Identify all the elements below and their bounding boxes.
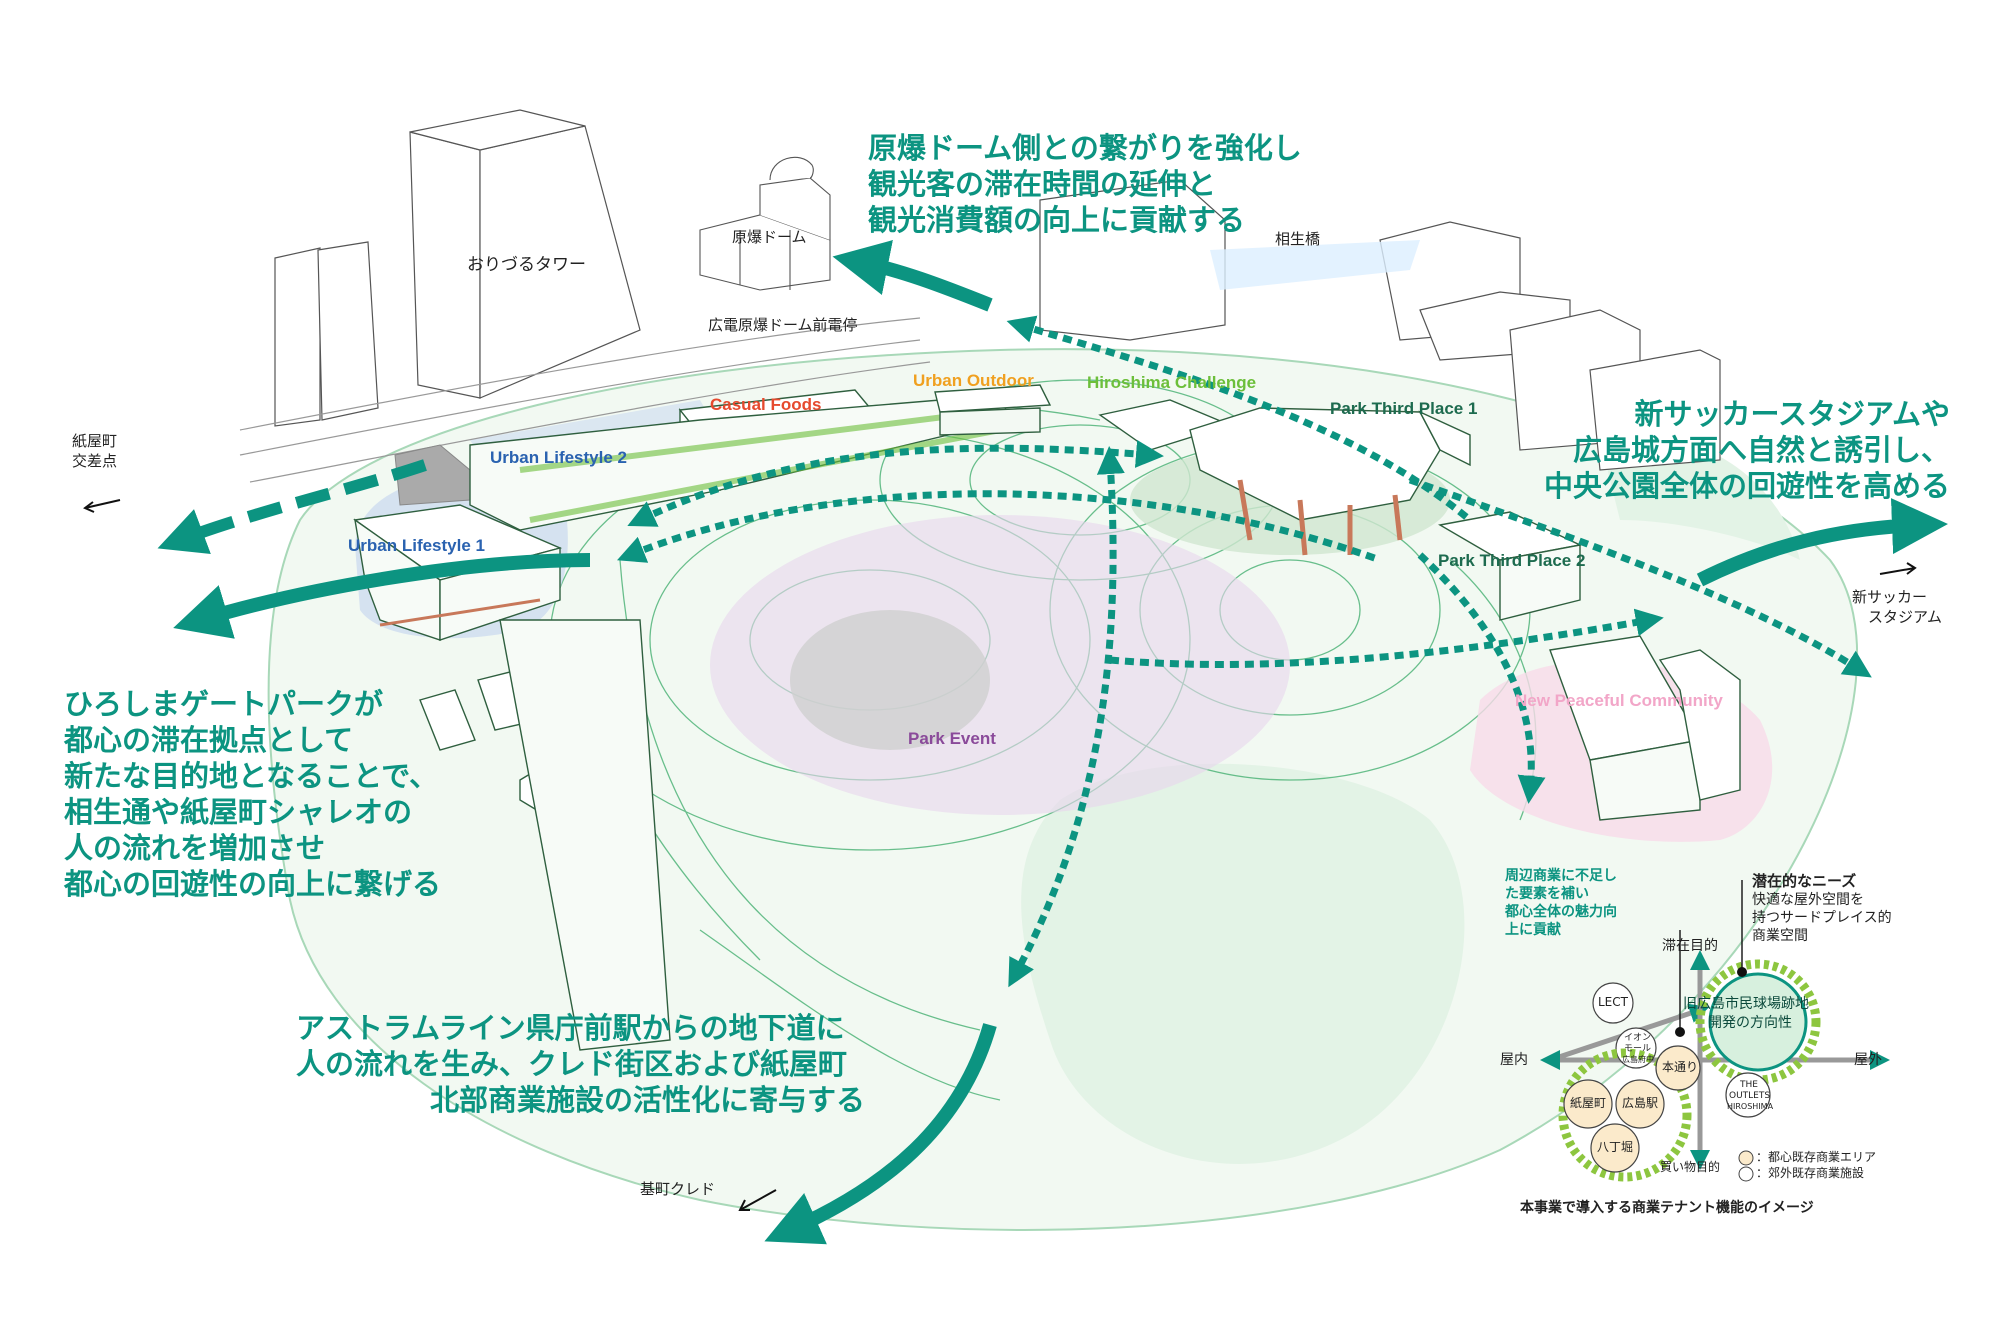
gatepark-message-line-3: 新たな目的地となることで、 <box>64 758 438 794</box>
hiroshima-challenge-label: Hiroshima Challenge <box>1087 372 1256 393</box>
stadium-message-line-2: 広島城方面へ自然と誘引し、 <box>1573 432 1950 468</box>
tram-stop-label: 広電原爆ドーム前電停 <box>708 316 858 335</box>
stadium-label-line-1: 新サッカー <box>1852 588 1927 607</box>
park-third-1-label: Park Third Place 1 <box>1330 398 1477 419</box>
aeon-label-1: イオン <box>1624 1033 1651 1044</box>
dome-message-line-3: 観光消費額の向上に貢献する <box>868 202 1245 238</box>
axis-right-label: 屋外 <box>1854 1052 1882 1070</box>
new-peaceful-label: New Peaceful Community <box>1515 690 1723 711</box>
atomic-dome-sketch <box>700 157 830 290</box>
park-third-2-label: Park Third Place 2 <box>1438 550 1585 571</box>
kamiyacho-label-line-2: 交差点 <box>72 452 117 471</box>
stadium-label-line-2: スタジアム <box>1868 608 1942 627</box>
credo-label: 基町クレド <box>640 1180 715 1199</box>
astram-message-line-2: 人の流れを生み、クレド街区および紙屋町 <box>296 1046 847 1082</box>
hatchobori-label: 八丁堀 <box>1597 1140 1633 1155</box>
urban-lifestyle-2-label: Urban Lifestyle 2 <box>490 447 627 468</box>
dome-label: 原爆ドーム <box>732 228 807 247</box>
hiroshima-st-label: 広島駅 <box>1622 1096 1658 1111</box>
inset-caption: 本事業で導入する商業テナント機能のイメージ <box>1520 1200 1814 1218</box>
gatepark-message-line-1: ひろしまゲートパークが <box>64 686 383 722</box>
gatepark-message-line-6: 都心の回遊性の向上に繋げる <box>64 866 441 902</box>
target-label-1: 旧広島市民球場跡地 <box>1683 996 1809 1014</box>
legend-fill-circle <box>1739 1151 1753 1165</box>
hondori-label: 本通り <box>1662 1060 1698 1075</box>
astram-message-line-1: アストラムライン県庁前駅からの地下道に <box>296 1010 845 1046</box>
casual-foods-label: Casual Foods <box>710 394 821 415</box>
stadium-message-line-1: 新サッカースタジアムや <box>1634 396 1950 432</box>
inset-callout-left-2: た要素を補い <box>1505 886 1589 904</box>
legend-suburban-facility: ：郊外既存商業施設 <box>1756 1166 1864 1181</box>
astram-message-line-3: 北部商業施設の活性化に寄与する <box>430 1082 865 1118</box>
legend-existing-downtown: ：都心既存商業エリア <box>1756 1150 1876 1165</box>
inset-callout-left-1: 周辺商業に不足し <box>1505 868 1617 886</box>
inset-callout-left-4: 上に貢献 <box>1505 922 1561 940</box>
inset-callout-right-2: 持つサードプレイス的 <box>1752 910 1892 928</box>
urban-lifestyle-1-label: Urban Lifestyle 1 <box>348 535 485 556</box>
kamiyacho-circle-label: 紙屋町 <box>1570 1096 1606 1111</box>
aeon-label-3: 広島府中 <box>1622 1055 1654 1065</box>
axis-left-label: 屋内 <box>1500 1052 1528 1070</box>
axis-top-label: 滞在目的 <box>1662 938 1718 956</box>
axis-bottom-label: 買い物目的 <box>1660 1160 1720 1175</box>
aioi-bridge-label: 相生橋 <box>1275 230 1320 249</box>
dome-message-line-2: 観光客の滞在時間の延伸と <box>868 166 1216 202</box>
aeon-label-2: モール <box>1624 1044 1651 1055</box>
inset-callout-left-3: 都心全体の魅力向 <box>1505 904 1617 922</box>
inset-callout-right-3: 商業空間 <box>1752 928 1808 946</box>
kamiyacho-label-line-1: 紙屋町 <box>72 432 117 451</box>
outlets-label-2: OUTLETS <box>1729 1091 1770 1102</box>
dome-message-line-1: 原爆ドーム側との繋がりを強化し <box>868 130 1302 166</box>
outlets-label-1: THE <box>1740 1080 1758 1091</box>
inset-callout-right-1: 快適な屋外空間を <box>1752 892 1864 910</box>
target-label-2: 開発の方向性 <box>1708 1015 1792 1033</box>
urban-outdoor-label: Urban Outdoor <box>913 370 1034 391</box>
lect-label: LECT <box>1598 995 1628 1010</box>
gatepark-message-line-5: 人の流れを増加させ <box>64 830 325 866</box>
inset-callout-right-title: 潜在的なニーズ <box>1752 872 1856 891</box>
gatepark-message-line-4: 相生通や紙屋町シャレオの <box>64 794 412 830</box>
outlets-label-3: HIROSHIMA <box>1727 1102 1773 1112</box>
stadium-message-line-3: 中央公園全体の回遊性を高める <box>1544 468 1950 504</box>
park-event-label: Park Event <box>908 728 996 749</box>
gatepark-message-line-2: 都心の滞在拠点として <box>64 722 353 758</box>
legend-empty-circle <box>1739 1167 1753 1181</box>
tower-label: おりづるタワー <box>467 255 586 276</box>
